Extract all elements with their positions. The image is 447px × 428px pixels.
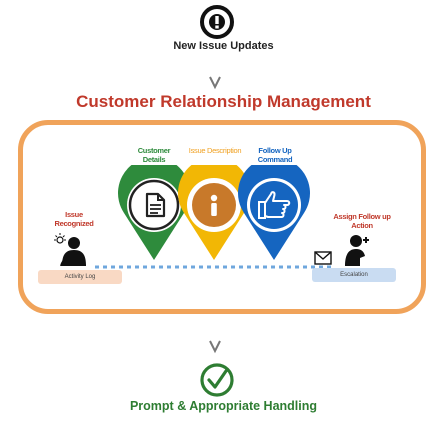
pin-label-issue-description: Issue Description xyxy=(188,146,242,155)
escalation-tag: Escalation xyxy=(312,268,396,282)
person-idea-icon xyxy=(54,233,86,266)
top-title: New Issue Updates xyxy=(173,40,274,52)
checkmark-circle-icon xyxy=(200,363,234,397)
left-label-issue-recognized: Issue Recognized xyxy=(54,210,94,228)
crm-frame xyxy=(18,120,426,314)
dotted-line xyxy=(95,265,335,269)
envelope-icon xyxy=(314,251,332,265)
document-icon xyxy=(145,192,166,218)
main-title: Customer Relationship Management xyxy=(76,92,371,111)
down-arrow-icon xyxy=(209,76,221,90)
exclamation-circle-icon xyxy=(200,5,234,39)
bottom-title: Prompt & Appropriate Handling xyxy=(129,399,318,413)
activity-log-tag: Activity Log xyxy=(38,270,122,284)
pin-label-customer-details: Customer Details xyxy=(137,146,171,164)
person-assign-icon xyxy=(345,235,369,266)
pointing-hand-icon xyxy=(258,191,291,219)
down-arrow-icon xyxy=(209,340,221,354)
pin-label-follow-up-command: Follow Up Command xyxy=(257,146,293,164)
info-icon xyxy=(210,194,218,216)
right-label-assign-follow-up: Assign Follow up Action xyxy=(333,212,391,230)
